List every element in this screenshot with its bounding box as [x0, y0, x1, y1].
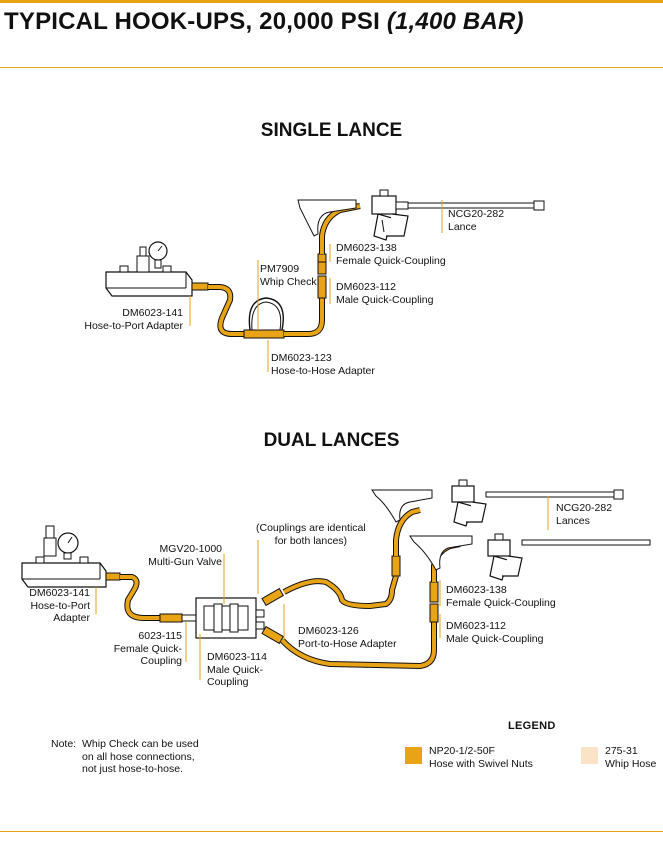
legend-title: LEGEND	[508, 720, 556, 732]
legend-hose-swatch	[405, 747, 422, 764]
footer-rule	[0, 831, 663, 832]
note-label: Note:	[51, 738, 77, 750]
legend-whip-swatch	[581, 747, 598, 764]
port-adapter-block	[105, 241, 193, 297]
dual-lances-heading: DUAL LANCES	[263, 430, 400, 451]
page-title: TYPICAL HOOK-UPS, 20,000 PSI (1,400 BAR)	[4, 8, 524, 36]
page-title-italic: (1,400 BAR)	[386, 8, 524, 35]
header-rule	[0, 67, 663, 68]
dual-leader-lines	[95, 496, 549, 680]
single-lance-heading: SINGLE LANCE	[260, 120, 403, 141]
dual-lance-drawing	[21, 479, 651, 670]
single-leader-lines	[189, 200, 443, 372]
single-lance-drawing	[105, 189, 545, 339]
top-accent-bar	[0, 0, 663, 3]
page-title-main: TYPICAL HOOK-UPS, 20,000 PSI	[4, 8, 380, 35]
